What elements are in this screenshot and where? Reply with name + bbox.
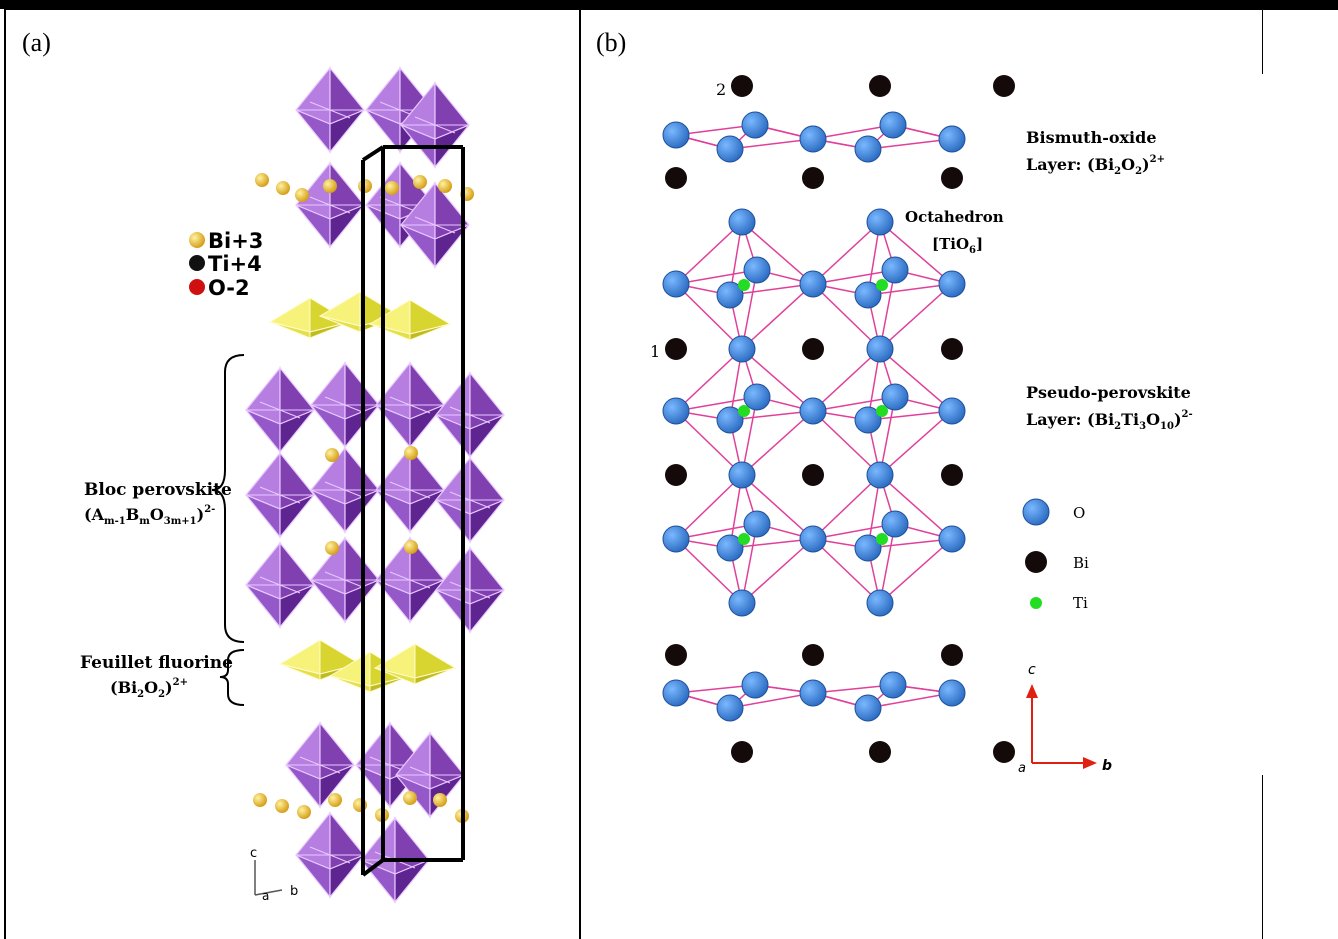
bloc-perovskite-formula: (Am-1BmO3m+1)2-	[84, 504, 215, 527]
bi-legend-dot	[189, 232, 205, 248]
right-border-lower	[1262, 775, 1263, 939]
legend-o-text: O-2	[208, 276, 250, 300]
legend-bi-label: Bi	[1073, 554, 1089, 572]
panel-a-legend	[189, 232, 205, 295]
pseudo-perovskite-formula: Layer: (Bi2Ti3O10)2-	[1026, 409, 1193, 432]
octahedron-formula: [TiO6]	[932, 235, 983, 256]
axis-b-c: c	[1028, 662, 1036, 678]
row-label-2: 2	[716, 80, 726, 99]
panel-a-axes	[254, 860, 283, 896]
bismuth-oxide-formula: Layer: (Bi2O2)2+	[1026, 154, 1165, 177]
o-legend-dot	[189, 279, 205, 295]
ti-legend-dot	[189, 255, 205, 271]
bi-atoms-b	[665, 75, 1015, 763]
axis-a-c: c	[250, 846, 257, 861]
axis-a-b: b	[290, 884, 298, 899]
legend-o-circle	[1022, 498, 1050, 526]
legend-bi-circle	[1025, 551, 1047, 573]
legend-ti-circle	[1030, 597, 1042, 609]
right-border	[1262, 9, 1263, 74]
feuillet-fluorine-label: Feuillet fluorine	[80, 653, 233, 673]
panel-divider	[579, 9, 581, 939]
o-atoms-b	[662, 111, 966, 722]
bloc-perovskite-label: Bloc perovskite	[84, 480, 232, 500]
panel-b-label: (b)	[596, 28, 627, 57]
axis-a-a: a	[262, 889, 269, 903]
axis-b-a: a	[1018, 761, 1026, 776]
pseudo-perovskite-label: Pseudo-perovskite	[1026, 383, 1191, 402]
legend-o-label: O	[1073, 504, 1085, 522]
octahedron-label: Octahedron	[905, 208, 1004, 226]
left-border	[4, 9, 6, 939]
bismuth-oxide-label: Bismuth-oxide	[1026, 128, 1157, 147]
ti-atoms-b	[738, 279, 888, 545]
unit-cell-frame	[361, 145, 465, 877]
row-label-1: 1	[650, 342, 660, 361]
panel-b-axes	[1026, 684, 1097, 769]
bloc-brace	[211, 354, 245, 643]
top-border	[0, 0, 1338, 9]
feuillet-brace	[219, 649, 245, 706]
axis-b-b: b	[1102, 758, 1112, 774]
panel-a-label: (a)	[22, 28, 51, 57]
legend-bi-text: Bi+3	[208, 229, 263, 253]
top-inner-rule	[4, 9, 1338, 10]
legend-ti-text: Ti+4	[208, 252, 262, 276]
feuillet-fluorine-formula: (Bi2O2)2+	[110, 677, 188, 700]
legend-ti-label: Ti	[1073, 594, 1088, 612]
